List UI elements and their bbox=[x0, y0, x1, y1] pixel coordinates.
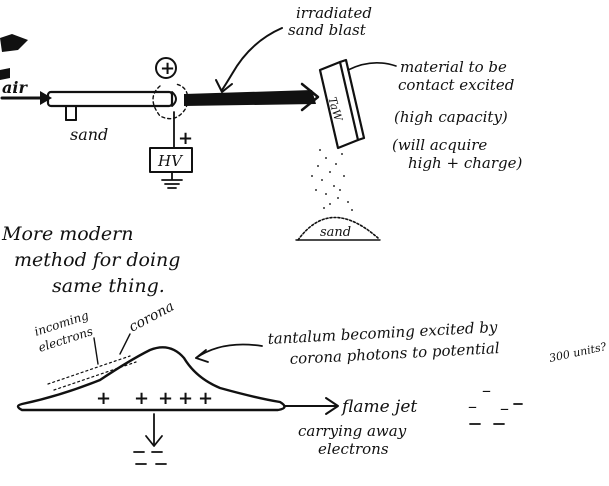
corona-pointer bbox=[119, 333, 131, 355]
middle-note-line3: same thing. bbox=[52, 275, 165, 297]
plus-sign-2: + bbox=[134, 388, 149, 409]
blast-beam bbox=[184, 90, 316, 106]
electron-streak-1 bbox=[47, 355, 131, 385]
air-arrowhead bbox=[40, 91, 52, 105]
target-label-line2: contact excited bbox=[398, 76, 514, 94]
target-note-capacity: (high capacity) bbox=[394, 108, 508, 126]
falling-sand-dots bbox=[311, 149, 353, 211]
blast-label-line1: irradiated bbox=[296, 4, 372, 22]
pile-label: sand bbox=[320, 225, 351, 240]
top-diagram: air sand + + HV irradiated sand blast bbox=[0, 4, 522, 241]
sand-label: sand bbox=[70, 125, 108, 144]
nozzle-opening bbox=[171, 91, 177, 107]
minus-sign-1: – bbox=[482, 380, 491, 401]
middle-note-line2: method for doing bbox=[14, 249, 180, 271]
bottom-diagram: incoming electrons corona + + + + + tant… bbox=[16, 299, 608, 465]
blast-label-line2: sand blast bbox=[288, 21, 367, 39]
plus-sign-4: + bbox=[178, 388, 193, 409]
ground-symbol bbox=[161, 171, 183, 189]
ink-smudge bbox=[0, 34, 28, 52]
middle-note: More modern method for doing same thing. bbox=[1, 223, 180, 297]
target-pointer bbox=[347, 62, 397, 71]
middle-note-line1: More modern bbox=[1, 223, 133, 245]
flame-label: flame jet bbox=[340, 397, 417, 417]
tantalum-blob bbox=[16, 346, 286, 412]
electron-dashes-below bbox=[133, 451, 167, 465]
flame-jet-arrowhead bbox=[325, 397, 339, 415]
minus-sign-2: – bbox=[468, 396, 477, 417]
tantalum-pointer bbox=[195, 343, 263, 359]
carrying-label-line1: carrying away bbox=[298, 422, 407, 440]
minus-dashes-right bbox=[469, 403, 523, 425]
target-note-charge-line1: (will acquire bbox=[392, 136, 487, 154]
incoming-pointer bbox=[93, 337, 99, 365]
target-note-charge-line2: high + charge) bbox=[408, 154, 522, 172]
hv-supply-box bbox=[149, 147, 193, 173]
positive-electrode-circle bbox=[155, 57, 177, 79]
electron-down-arrowhead bbox=[145, 435, 163, 447]
plus-sign-3: + bbox=[158, 388, 173, 409]
target-plate-edge bbox=[338, 58, 366, 142]
plus-sign-1: + bbox=[96, 388, 111, 409]
carrying-label-line2: electrons bbox=[318, 440, 389, 458]
electrode-field-loop bbox=[152, 83, 189, 120]
nozzle-tube bbox=[46, 90, 174, 108]
hv-label: HV bbox=[157, 152, 184, 170]
minus-sign-3: – bbox=[500, 398, 509, 419]
plus-sign-5: + bbox=[198, 388, 213, 409]
tantalum-pointer-head bbox=[195, 349, 209, 363]
blast-pointer-arrowhead bbox=[215, 79, 233, 93]
hv-polarity-symbol: + bbox=[178, 128, 193, 149]
blast-beam-arrowhead bbox=[300, 82, 320, 112]
ink-smudge-2 bbox=[0, 68, 10, 80]
corona-label: corona bbox=[126, 299, 177, 336]
sand-pile bbox=[297, 216, 379, 241]
units-label: 300 units? bbox=[548, 340, 608, 365]
positive-symbol: + bbox=[160, 58, 175, 79]
air-label: air bbox=[2, 78, 28, 97]
blast-pointer-arrow bbox=[221, 27, 283, 91]
target-label-line1: material to be bbox=[400, 58, 507, 76]
sand-feed-pipe bbox=[65, 105, 77, 121]
